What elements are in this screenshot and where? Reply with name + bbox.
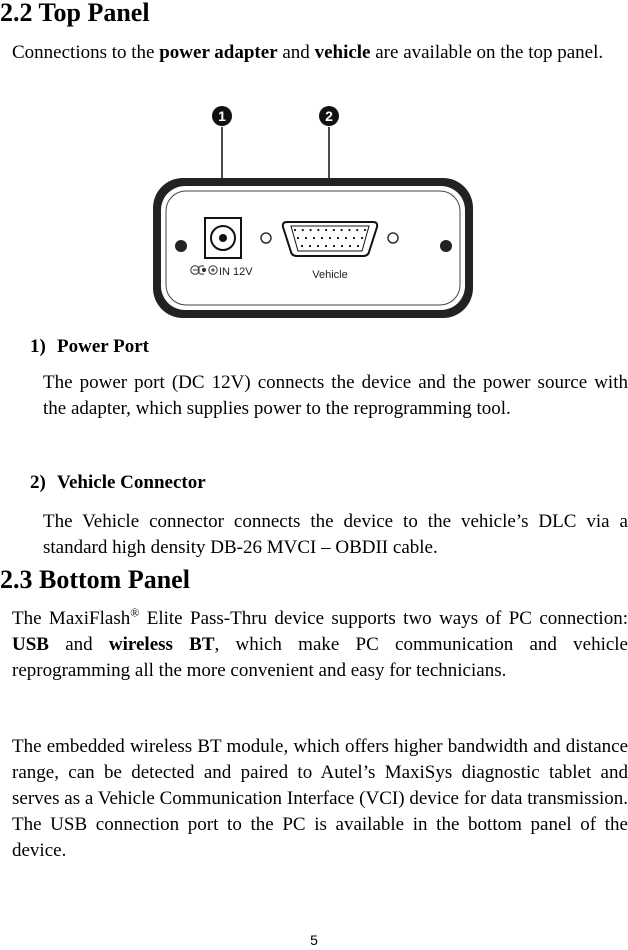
vehicle-connector-inner <box>290 225 370 252</box>
dc-polarity-icon <box>190 265 218 275</box>
bottom-panel-paragraph-2: The embedded wireless BT module, which o… <box>12 736 628 861</box>
screw-hole-right <box>440 240 452 252</box>
connector-pin <box>309 228 312 232</box>
callout-2-badge <box>319 106 339 126</box>
callout-2-label: 2 <box>325 108 333 124</box>
power-port-ring <box>210 225 236 251</box>
top-panel-figure: 1 2 IN 12V Vehicle <box>153 106 473 318</box>
connector-pin <box>317 228 320 232</box>
callout-1-badge <box>212 106 232 126</box>
connector-pin <box>332 244 336 248</box>
connector-pin <box>293 228 297 232</box>
connector-pin <box>356 244 360 248</box>
connector-pin <box>352 236 356 240</box>
connector-pin <box>296 236 300 240</box>
screw-hole-inner-left <box>260 232 272 244</box>
section-heading-bottom-panel: 2.3 Bottom Panel <box>0 565 190 594</box>
connector-pin <box>332 228 335 232</box>
connector-pin <box>340 244 344 248</box>
connector-pin <box>328 236 332 240</box>
connector-pin <box>325 228 328 232</box>
screw-hole-left <box>175 240 187 252</box>
connector-pin <box>304 236 308 240</box>
page-number: 5 <box>310 932 318 948</box>
connector-pin <box>348 228 351 232</box>
connector-pin <box>301 228 304 232</box>
top-panel-intro: Connections to the power adapter and veh… <box>12 42 604 63</box>
connector-pin <box>360 236 364 240</box>
item-1-heading: 1)Power Port <box>30 336 149 357</box>
connector-pin <box>340 228 343 232</box>
connector-pin <box>336 236 340 240</box>
item-2-text: The Vehicle connector connects the devic… <box>43 511 628 558</box>
device-inner-bevel <box>165 190 461 306</box>
connector-pin <box>312 236 316 240</box>
item-1-text: The power port (DC 12V) connects the dev… <box>43 372 628 419</box>
vehicle-connector-pins <box>293 228 367 248</box>
vehicle-connector-label: Vehicle <box>312 269 347 281</box>
power-port-label: IN 12V <box>219 266 253 278</box>
section-heading-top-panel: 2.2 Top Panel <box>0 0 150 27</box>
connector-pin <box>348 244 352 248</box>
connector-pin <box>356 228 359 232</box>
bottom-panel-paragraph-1: The MaxiFlash® Elite Pass-Thru device su… <box>12 605 628 681</box>
screw-hole-inner-right <box>387 232 399 244</box>
connector-pin <box>324 244 328 248</box>
connector-pin <box>344 236 348 240</box>
connector-pin <box>308 244 312 248</box>
connector-pin <box>320 236 324 240</box>
power-port-pin <box>219 234 227 242</box>
callout-1-label: 1 <box>218 108 226 124</box>
connector-pin <box>300 244 304 248</box>
item-2-heading: 2)Vehicle Connector <box>30 472 206 493</box>
connector-pin <box>316 244 320 248</box>
connector-pin <box>363 228 367 232</box>
